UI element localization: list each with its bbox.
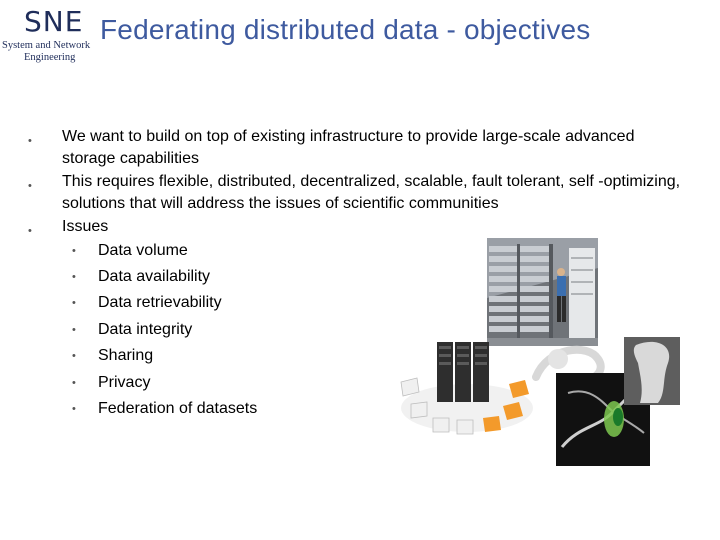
bullet-item: • Issues bbox=[28, 214, 688, 238]
bullet-text: We want to build on top of existing infr… bbox=[62, 128, 635, 167]
sub-bullet-item: • Sharing bbox=[28, 343, 688, 369]
server-folders-illustration bbox=[400, 342, 533, 435]
bullet-text: Issues bbox=[62, 218, 109, 235]
sub-bullet-text: Data volume bbox=[98, 241, 188, 259]
bullet-dot: • bbox=[72, 376, 76, 389]
bullet-dot: • bbox=[72, 244, 76, 257]
bullet-item: • We want to build on top of existing in… bbox=[28, 124, 688, 169]
vessel-reconstruction-images bbox=[532, 337, 680, 466]
bullet-dot: • bbox=[72, 270, 76, 283]
bullet-text: This requires flexible, distributed, dec… bbox=[62, 173, 681, 212]
logo: SNE System and Network Engineering bbox=[2, 6, 102, 64]
logo-text-line1: System and Network bbox=[2, 40, 91, 51]
sub-bullet-item: • Data retrievability bbox=[28, 290, 688, 316]
bullet-dot: • bbox=[72, 402, 76, 415]
sub-bullet-item: • Privacy bbox=[28, 370, 688, 396]
sub-bullet-item: • Data availability bbox=[28, 264, 688, 290]
tape-library-photo bbox=[487, 238, 598, 346]
sub-bullet-text: Sharing bbox=[98, 347, 154, 365]
bullet-item: • This requires flexible, distributed, d… bbox=[28, 169, 688, 214]
bullet-dot: • bbox=[72, 350, 76, 363]
slide-title: Federating distributed data - objectives bbox=[100, 14, 591, 45]
bullet-dot: • bbox=[72, 297, 76, 310]
sub-bullet-text: Data integrity bbox=[98, 320, 193, 338]
bullet-dot: • bbox=[28, 180, 32, 192]
slide-content: • We want to build on top of existing in… bbox=[28, 124, 688, 422]
sub-bullet-text: Privacy bbox=[98, 373, 151, 391]
bullet-dot: • bbox=[28, 225, 32, 237]
bullet-dot: • bbox=[72, 323, 76, 336]
sub-bullet-text: Data availability bbox=[98, 267, 211, 285]
sub-bullet-item: • Data integrity bbox=[28, 317, 688, 343]
sub-bullet-text: Federation of datasets bbox=[98, 399, 258, 417]
sub-bullet-item: • Data volume bbox=[28, 238, 688, 264]
sub-bullet-item: • Federation of datasets bbox=[28, 396, 688, 422]
logo-mark: SNE bbox=[24, 5, 84, 38]
logo-text-line2: Engineering bbox=[24, 52, 76, 63]
bullet-dot: • bbox=[28, 135, 32, 147]
sub-bullet-text: Data retrievability bbox=[98, 294, 222, 312]
